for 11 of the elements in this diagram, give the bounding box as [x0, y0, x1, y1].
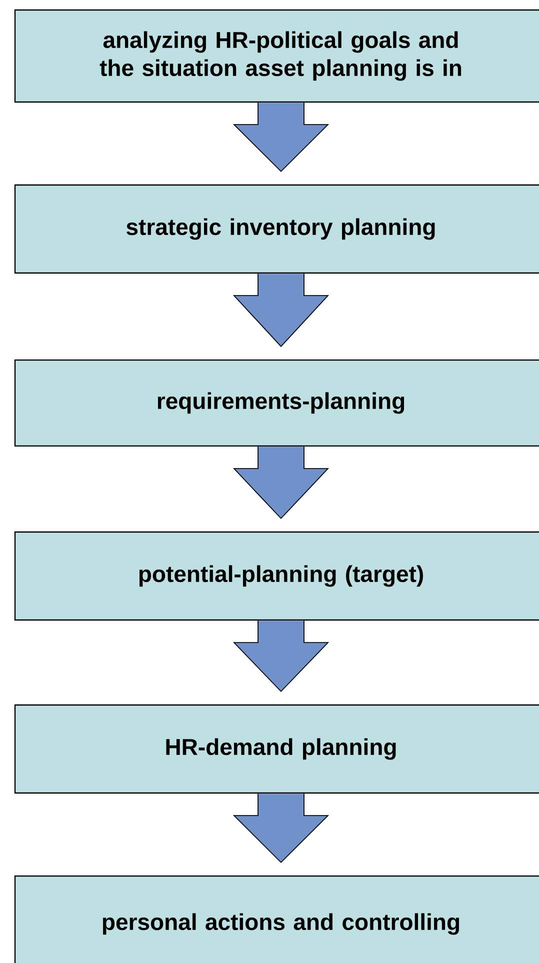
block-arrow [232, 620, 330, 692]
block-arrow [232, 273, 330, 348]
block-arrow [232, 793, 330, 864]
process-box: personal actions and controlling [14, 875, 539, 963]
process-box: requirements-planning [14, 359, 539, 447]
process-box: strategic inventory planning [14, 184, 539, 274]
block-arrow [232, 102, 330, 172]
block-arrow [232, 446, 330, 520]
process-box: potential-planning (target) [14, 531, 539, 621]
process-box: analyzing HR-political goals and the situation asset planning is in [14, 9, 539, 103]
process-box: HR-demand planning [14, 704, 539, 794]
